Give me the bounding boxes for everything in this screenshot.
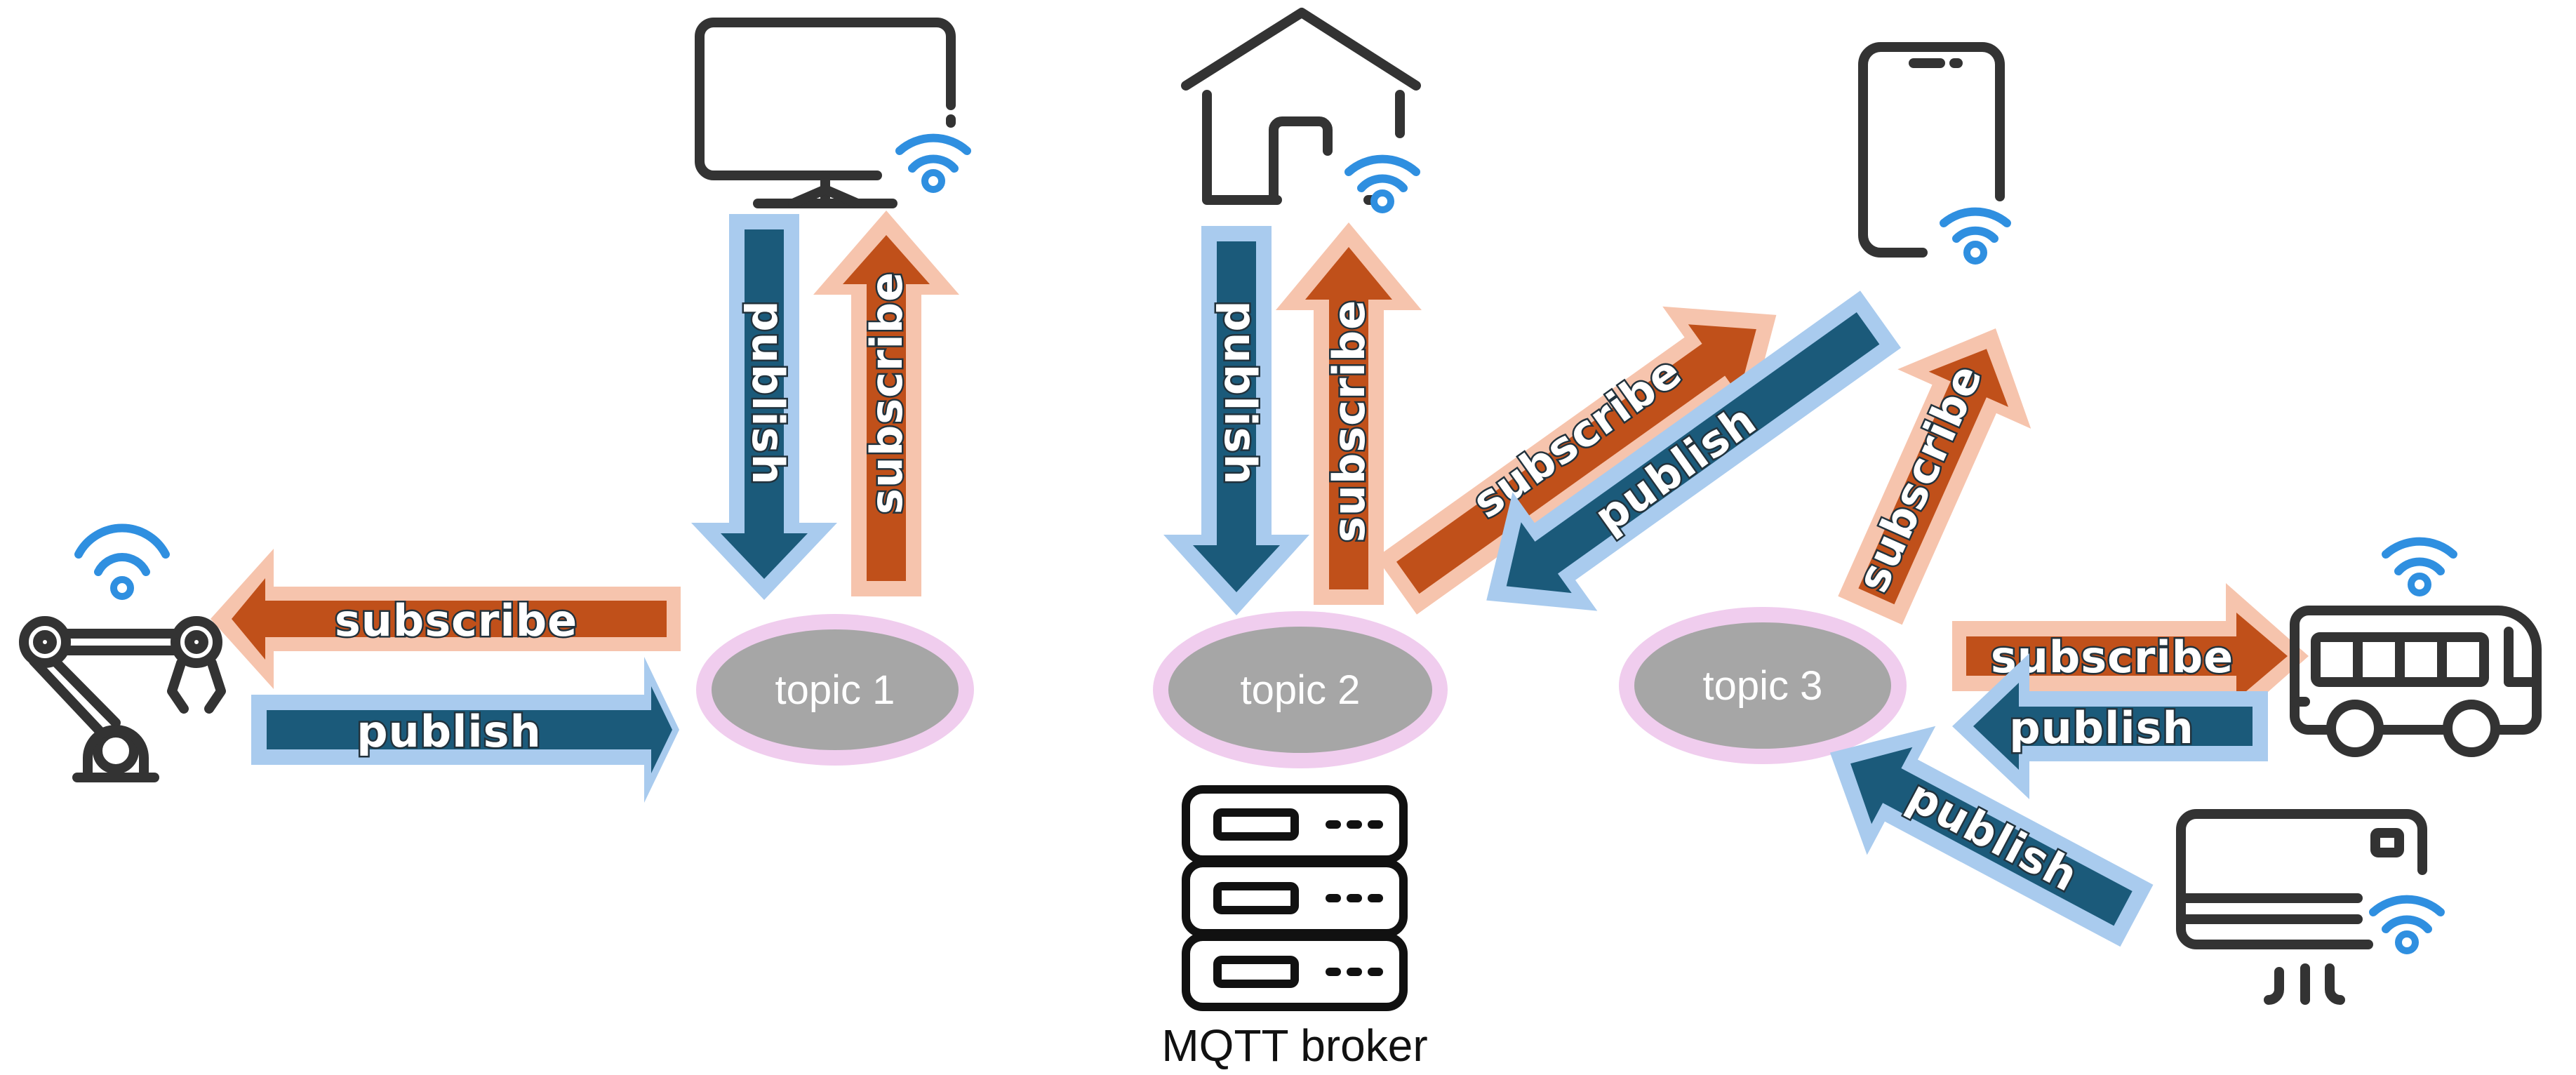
monitor-icon xyxy=(695,18,971,208)
robot-arm-icon xyxy=(19,523,226,782)
subscribe-label-house: subscribe xyxy=(1323,300,1375,542)
subscribe-label-robot: subscribe xyxy=(335,595,578,646)
arrow-publish-ac xyxy=(1829,726,2154,947)
wifi-icon xyxy=(895,133,971,193)
arrow-publish-phone-topic2 xyxy=(1486,291,1902,611)
publish-label-bus: publish xyxy=(2009,702,2194,754)
arrow-subscribe-phone-topic2 xyxy=(1375,306,1777,615)
arrow-subscribe-robot xyxy=(211,549,681,689)
wifi-icon xyxy=(2369,895,2445,954)
smartphone-icon xyxy=(1858,42,2011,265)
subscribe-label-monitor: subscribe xyxy=(861,272,912,514)
bus-icon xyxy=(2290,537,2542,757)
topic-1: topic 1 xyxy=(696,614,974,766)
air-conditioner-icon xyxy=(2176,809,2445,1005)
arrow-subscribe-house xyxy=(1276,222,1422,605)
house-icon xyxy=(1181,8,1421,213)
arrow-subscribe-phone-topic3 xyxy=(1838,328,2031,625)
arrow-subscribe-bus xyxy=(1952,583,2309,729)
topic-3-label: topic 3 xyxy=(1703,663,1823,709)
server-rack-icon xyxy=(1182,785,1408,1011)
topic-2: topic 2 xyxy=(1153,611,1448,768)
wifi-icon xyxy=(74,523,170,600)
publish-label-robot: publish xyxy=(356,706,541,757)
arrow-publish-monitor xyxy=(691,214,837,600)
wifi-icon xyxy=(1344,154,1420,213)
arrow-publish-robot xyxy=(251,657,679,803)
broker-label: MQTT broker xyxy=(1161,1020,1427,1071)
arrow-publish-bus xyxy=(1952,653,2268,799)
topic-3: topic 3 xyxy=(1619,607,1907,764)
wifi-icon xyxy=(1940,207,2011,265)
arrow-publish-house xyxy=(1163,226,1309,615)
topic-1-label: topic 1 xyxy=(775,667,895,713)
publish-label-monitor: publish xyxy=(742,300,794,485)
publish-label-house: publish xyxy=(1215,300,1266,485)
arrow-subscribe-monitor xyxy=(813,211,959,596)
subscribe-label-bus: subscribe xyxy=(1991,632,2234,683)
wifi-icon xyxy=(2382,537,2457,596)
topic-2-label: topic 2 xyxy=(1241,667,1361,713)
